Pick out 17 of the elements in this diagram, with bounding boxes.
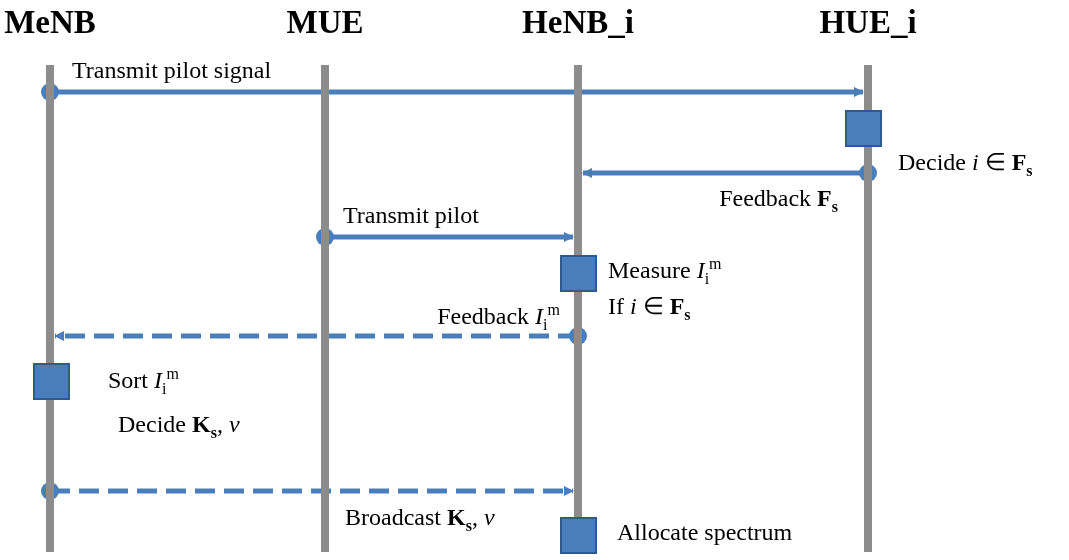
lifeline-header: MeNB [3, 4, 97, 40]
message-arrow [54, 327, 587, 345]
edge-label: Feedback F$_{s}$ [719, 184, 838, 212]
message-arrow [582, 164, 877, 182]
edge-label: Broadcast K$_{s}$, ν [345, 503, 495, 531]
step-note: Decide i ∈ F$_{s}$ [898, 148, 1033, 176]
edge-label: Transmit pilot signal [72, 56, 272, 84]
edge-label: Transmit pilot [343, 201, 479, 229]
message-arrow [41, 83, 864, 101]
step-note: Allocate spectrum [617, 518, 793, 546]
step-note: Decide K$_{s}$, ν [118, 410, 240, 438]
message-arrow [41, 482, 574, 500]
lifeline-header: HeNB_i [521, 4, 635, 40]
lifeline-header: HUE_i [818, 4, 918, 40]
message-arrow [316, 228, 574, 246]
lifeline-header: MUE [285, 4, 365, 40]
step-note: If i ∈ F$_{s}$ [608, 292, 691, 320]
